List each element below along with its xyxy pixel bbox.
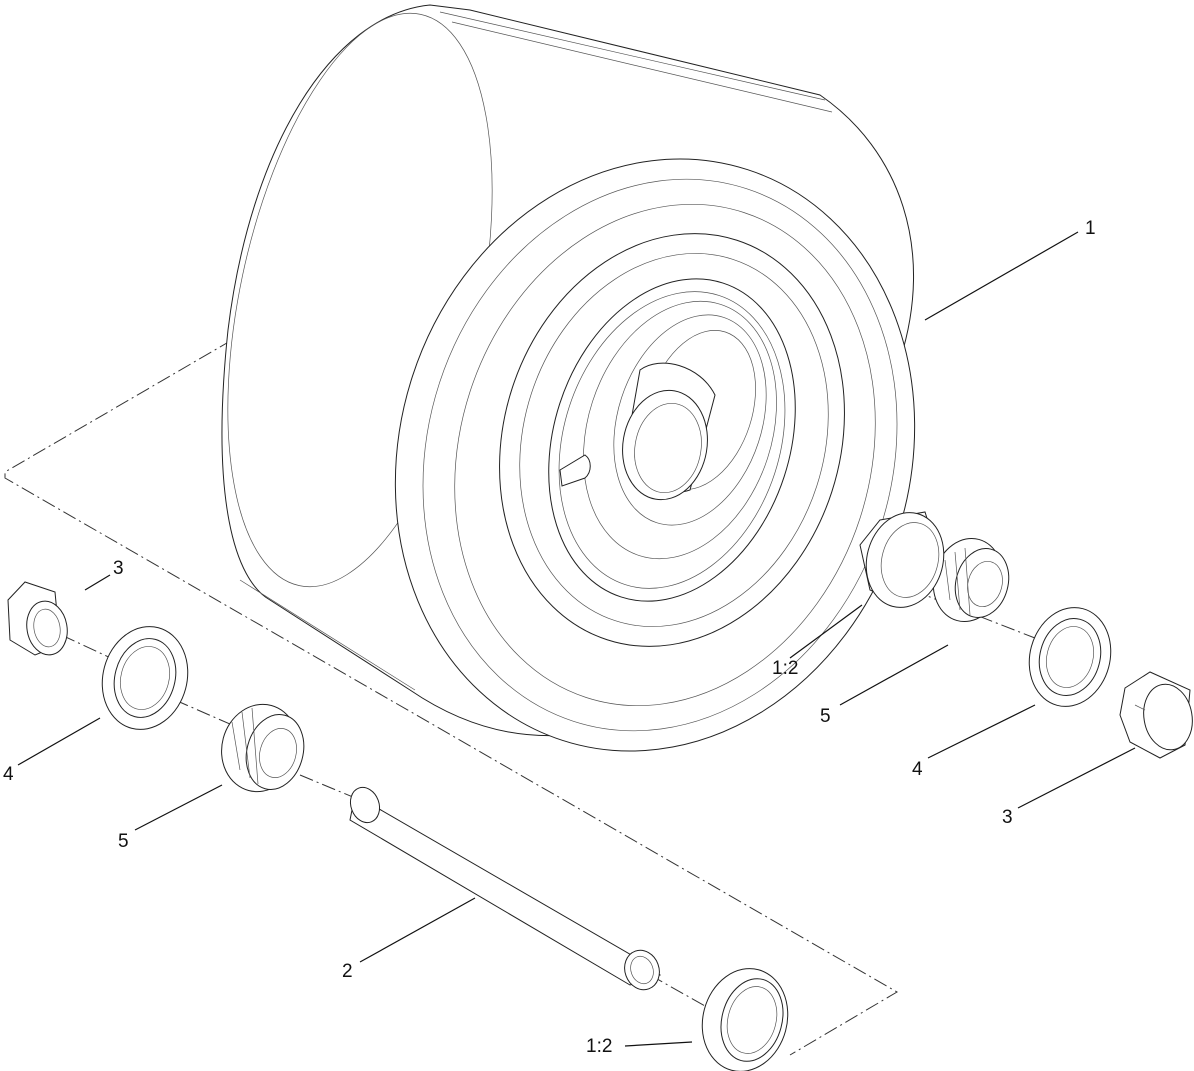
- bearing-cup-left: [101, 626, 189, 730]
- bearing-race-top: [859, 511, 945, 608]
- roller-bearing-right: [932, 537, 1010, 623]
- callout-3-left: 3: [113, 558, 124, 579]
- nut-right: [1119, 671, 1193, 759]
- leader-lines: [17, 231, 1136, 1047]
- callout-1-2-top: 1:2: [772, 658, 798, 679]
- callout-5-right: 5: [820, 706, 831, 727]
- bearing-cup-right: [1028, 607, 1112, 707]
- callout-3-right: 3: [1002, 807, 1013, 828]
- callout-1-2-bottom: 1:2: [586, 1036, 612, 1057]
- bearing-race-bottom: [701, 968, 789, 1071]
- spacer-tube: [349, 786, 662, 991]
- callout-2: 2: [342, 961, 353, 982]
- callout-5-left: 5: [118, 831, 129, 852]
- callout-4-left: 4: [3, 764, 14, 785]
- callout-4-right: 4: [912, 759, 923, 780]
- callout-labels: 1 3 4 5 2 1:2 5 4 3 1:2: [3, 218, 1096, 1057]
- callout-1: 1: [1085, 218, 1096, 239]
- wheel-tire-assembly: [221, 4, 916, 752]
- roller-bearing-left: [221, 703, 305, 793]
- nut-left: [7, 581, 68, 656]
